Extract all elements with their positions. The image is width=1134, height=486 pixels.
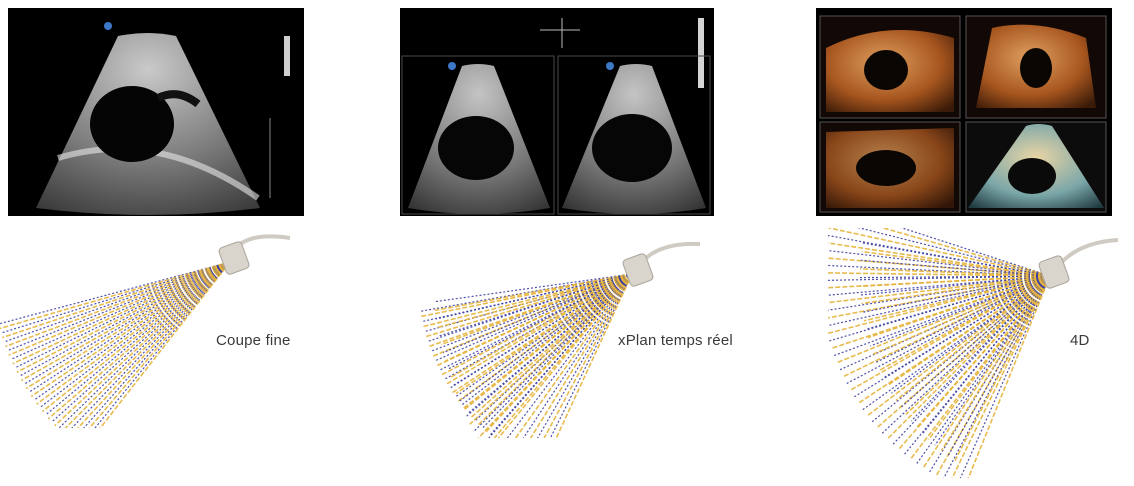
caption-xplan: xPlan temps réel xyxy=(618,332,733,349)
caption-4d: 4D xyxy=(1070,332,1090,349)
ultrasound-volume-render xyxy=(816,8,1112,216)
beam-fan-volume xyxy=(828,228,1128,478)
ultrasound-scan-biplane xyxy=(400,8,714,216)
ultrasound-scan-2d xyxy=(8,8,304,216)
panel-xplan: xPlan temps réel xyxy=(400,0,700,486)
panel-4d: 4D xyxy=(816,0,1116,486)
panel-coupe-fine: Coupe fine xyxy=(0,0,300,486)
caption-coupe-fine: Coupe fine xyxy=(216,332,291,349)
beam-fan-single-plane xyxy=(0,228,300,428)
